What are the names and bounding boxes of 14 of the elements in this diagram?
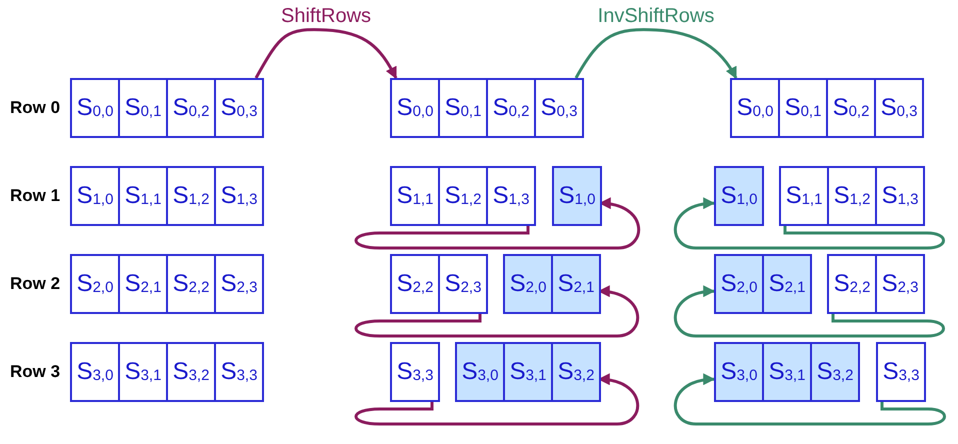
edge-label: InvShiftRows (598, 6, 714, 26)
arrow (674, 374, 946, 426)
row-label: Row 0 (10, 99, 60, 116)
row-label: Row 1 (10, 187, 60, 204)
arrow (254, 28, 398, 80)
arrow (674, 286, 945, 338)
arrow (574, 28, 738, 80)
row-label: Row 2 (10, 275, 60, 292)
row-label: Row 3 (10, 363, 60, 380)
arrow (355, 198, 640, 250)
arrow (674, 198, 945, 250)
arrow (355, 286, 639, 338)
arrow (354, 374, 639, 426)
edge-label: ShiftRows (280, 6, 372, 26)
